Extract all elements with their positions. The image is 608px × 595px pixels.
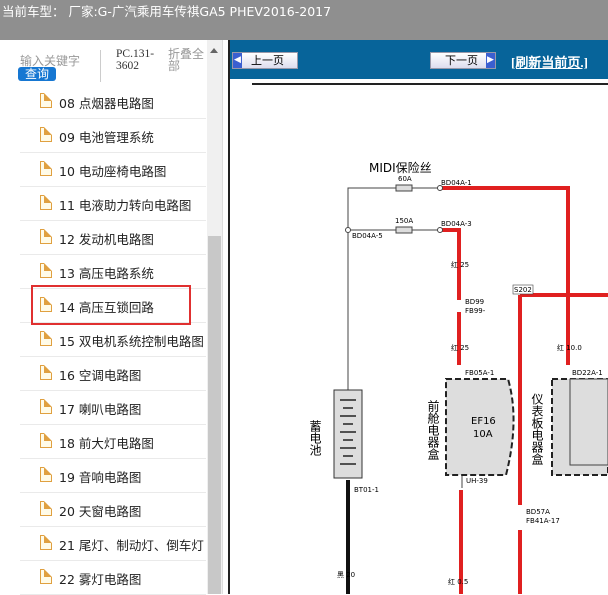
document-icon <box>40 399 52 414</box>
connector-label: BD04A-3 <box>441 220 472 228</box>
tree-item-label: 19 音响电路图 <box>59 470 142 485</box>
scroll-thumb[interactable] <box>208 236 221 594</box>
connector-label: FB99- <box>465 307 486 315</box>
wire-label: 红 10.0 <box>557 343 582 352</box>
tree-item[interactable]: 19 音响电路图 <box>20 459 206 493</box>
collapse-all-button[interactable]: 折叠全部 <box>168 47 205 73</box>
diagram-title: MIDI保险丝 <box>369 160 432 175</box>
arrow-right-icon: ▶ <box>486 53 495 68</box>
tree-item[interactable]: 17 喇叭电路图 <box>20 391 206 425</box>
top-bar: 当前车型： 厂家:G-广汽乘用车传祺GA5 PHEV2016-2017 <box>0 0 608 40</box>
document-icon <box>40 263 52 278</box>
connector-label: BD04A-5 <box>352 232 383 240</box>
battery-label: 蓄电池 <box>308 420 322 456</box>
box-label: 前舱电器盒 <box>426 399 440 460</box>
red-wires <box>440 186 608 594</box>
tree-item-label: 21 尾灯、制动灯、倒车灯 <box>59 538 204 553</box>
refresh-link[interactable]: [刷新当前页.] <box>511 55 588 70</box>
document-icon <box>40 331 52 346</box>
content-panel: ◀ 上一页 下一页 ▶ [刷新当前页.] <box>228 40 608 594</box>
keyword-input[interactable]: 输入关键字 <box>20 54 81 68</box>
splice-label: S202 <box>514 286 532 294</box>
fuse-amp-label: 10A <box>473 429 493 440</box>
tree-item-label: 18 前大灯电路图 <box>59 436 154 451</box>
wire-label: 红 25 <box>451 260 469 269</box>
scroll-up-icon[interactable] <box>210 48 218 53</box>
battery-symbol <box>333 389 363 479</box>
tree-item[interactable]: 15 双电机系统控制电路图 <box>20 323 206 357</box>
tree-item-label: 08 点烟器电路图 <box>59 96 154 111</box>
wiring-diagram: MIDI保险丝 60A 150A BD04A-1 BD04A-3 BD04A-5… <box>252 83 608 594</box>
splitter[interactable] <box>222 40 228 594</box>
document-icon <box>40 229 52 244</box>
tree-item-label: 12 发动机电路图 <box>59 232 154 247</box>
connector-label: BD57A <box>526 508 550 516</box>
fuse-label: EF16 <box>471 416 496 427</box>
document-icon <box>40 365 52 380</box>
divider <box>100 50 101 82</box>
document-icon <box>40 433 52 448</box>
code-label: PC.131-3602 <box>116 48 155 72</box>
tree-item[interactable]: 09 电池管理系统 <box>20 119 206 153</box>
document-icon <box>40 467 52 482</box>
query-button[interactable]: 查询 <box>18 67 56 81</box>
document-icon <box>40 93 52 108</box>
document-icon <box>40 569 52 584</box>
front-fuse-box <box>445 378 515 476</box>
next-page-button[interactable]: 下一页 ▶ <box>430 52 496 69</box>
document-icon <box>40 161 52 176</box>
document-icon <box>40 501 52 516</box>
tree-item-label: 15 双电机系统控制电路图 <box>59 334 204 349</box>
tree-item-label: 20 天窗电路图 <box>59 504 142 519</box>
connector-label: FB05A-1 <box>465 369 494 377</box>
wire-label: 黑 20 <box>337 571 355 579</box>
tree-item[interactable]: 20 天窗电路图 <box>20 493 206 527</box>
connector-label: BD22A-1 <box>572 369 603 377</box>
connector-label: BD04A-1 <box>441 179 472 187</box>
connector-label: FB41A-17 <box>526 517 560 525</box>
tree-item[interactable]: 18 前大灯电路图 <box>20 425 206 459</box>
tree-item[interactable]: 10 电动座椅电路图 <box>20 153 206 187</box>
tree-item[interactable]: 11 电液助力转向电路图 <box>20 187 206 221</box>
tree-item[interactable]: 12 发动机电路图 <box>20 221 206 255</box>
connector-label: BT01-1 <box>354 486 379 494</box>
fuse-150a-label: 150A <box>395 217 413 225</box>
selected-highlight <box>31 285 191 325</box>
tree-item-label: 14 高压互锁回路 <box>59 300 154 315</box>
prev-page-button[interactable]: ◀ 上一页 <box>232 52 298 69</box>
tree-item-label: 17 喇叭电路图 <box>59 402 142 417</box>
fuse-60a-label: 60A <box>398 175 412 183</box>
left-panel: 输入关键字 查询 PC.131-3602 折叠全部 <box>0 40 226 594</box>
document-icon <box>40 535 52 550</box>
document-icon <box>40 195 52 210</box>
tree-item[interactable]: 08 点烟器电路图 <box>20 85 206 119</box>
connector-label: BD99 <box>465 298 484 306</box>
tree-item[interactable]: 13 高压电路系统 <box>20 255 206 289</box>
tree-item-label: 16 空调电路图 <box>59 368 142 383</box>
document-icon <box>40 127 52 142</box>
tree-item[interactable]: 16 空调电路图 <box>20 357 206 391</box>
wire-label: 红 0.5 <box>448 577 468 586</box>
tree-item-label: 13 高压电路系统 <box>59 266 154 281</box>
wire-label: 红 25 <box>451 343 469 352</box>
vehicle-model-title: 当前车型： 厂家:G-广汽乘用车传祺GA5 PHEV2016-2017 <box>2 4 332 19</box>
arrow-left-icon: ◀ <box>233 53 242 68</box>
tree-item[interactable]: 22 雾灯电路图 <box>20 561 206 595</box>
tree-item-label: 09 电池管理系统 <box>59 130 154 145</box>
tree-item-label: 22 雾灯电路图 <box>59 572 142 587</box>
page-toolbar: ◀ 上一页 下一页 ▶ [刷新当前页.] <box>230 40 608 79</box>
connector-label: UH-39 <box>466 477 488 485</box>
tree-item-label: 10 电动座椅电路图 <box>59 164 167 179</box>
tree-item[interactable]: 14 高压互锁回路 <box>20 289 206 323</box>
next-label: 下一页 <box>445 54 478 67</box>
tree-item[interactable]: 21 尾灯、制动灯、倒车灯 <box>20 527 206 561</box>
prev-label: 上一页 <box>251 54 284 67</box>
tree-item-label: 11 电液助力转向电路图 <box>59 198 192 213</box>
box-label: 仪表板电器盒 <box>530 393 544 465</box>
document-icon <box>40 297 52 312</box>
scrollbar[interactable] <box>207 40 222 594</box>
